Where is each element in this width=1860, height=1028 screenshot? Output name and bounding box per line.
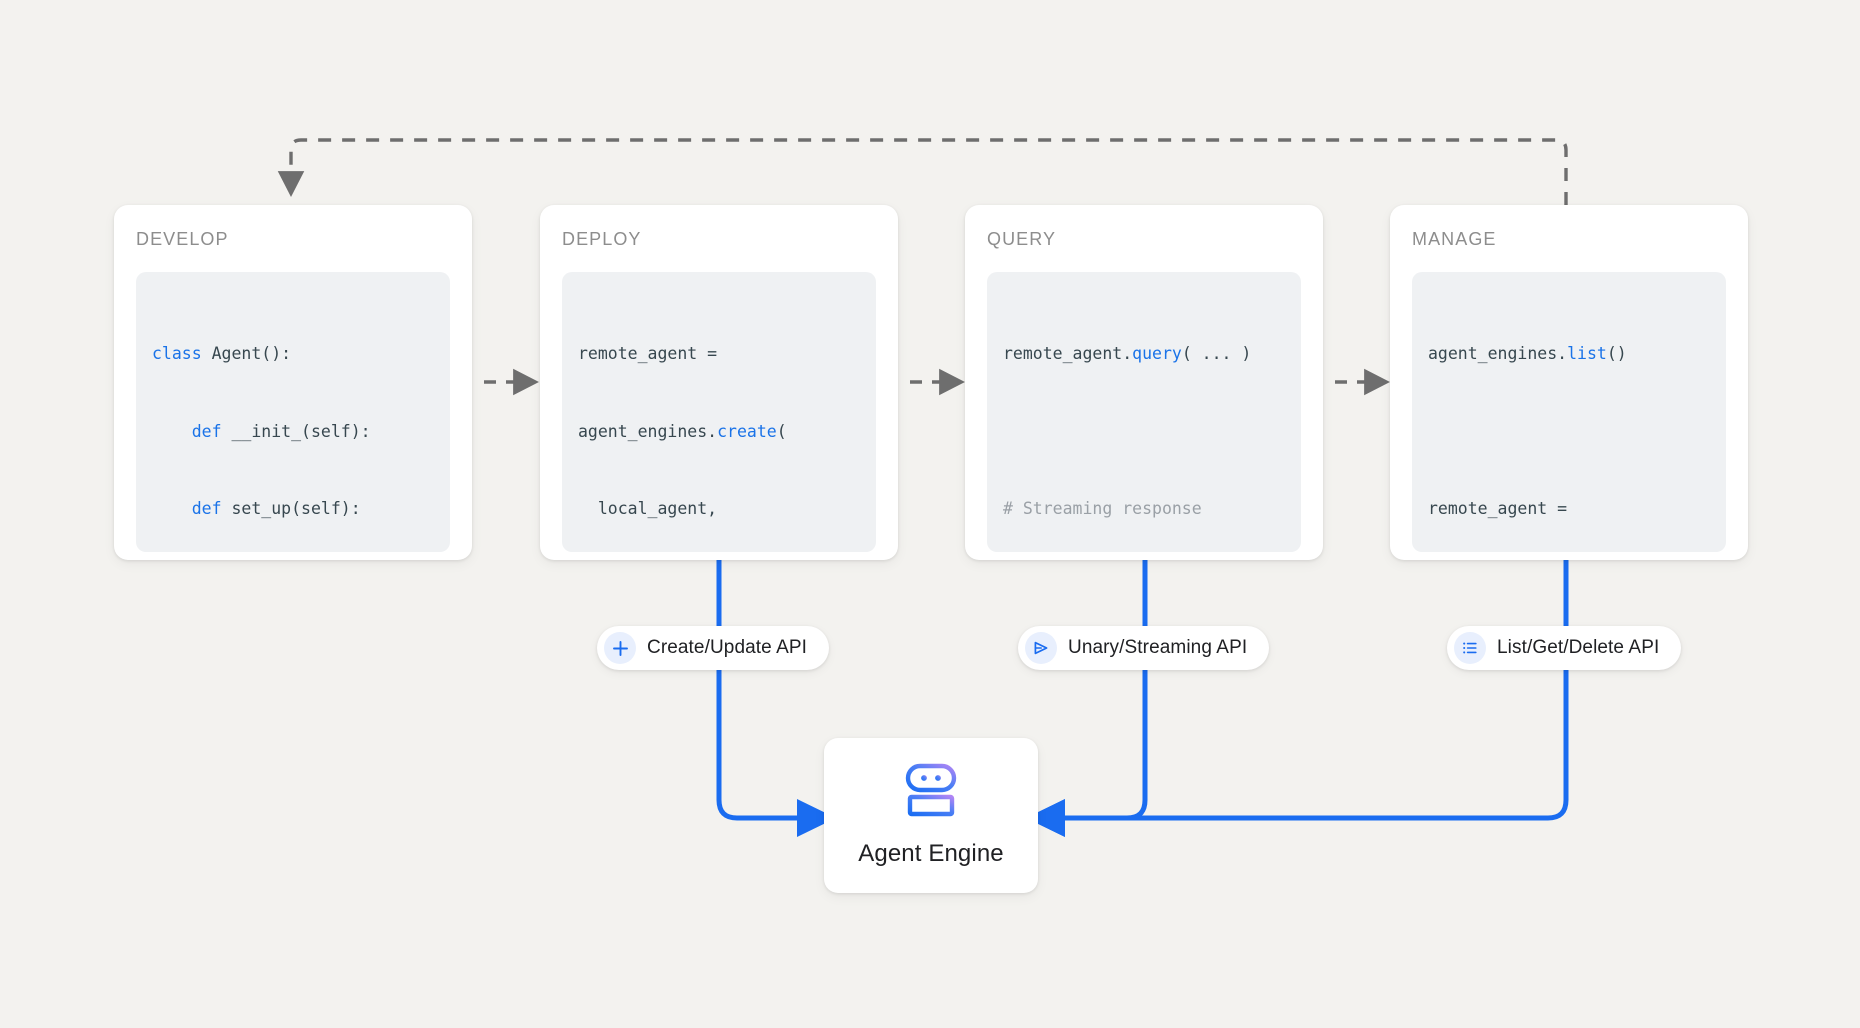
code-line bbox=[1003, 419, 1285, 445]
stage-title-develop: DEVELOP bbox=[136, 229, 229, 249]
manage-to-agent-engine-connector bbox=[1026, 560, 1569, 837]
query-to-agent-engine-connector bbox=[1026, 560, 1148, 837]
api-pill-label: List/Get/Delete API bbox=[1497, 637, 1660, 658]
stage-title-deploy: DEPLOY bbox=[562, 229, 642, 249]
stage-title-manage: MANAGE bbox=[1412, 229, 1497, 249]
code-line: local_agent, bbox=[578, 498, 718, 518]
code-line: remote_agent = bbox=[1428, 498, 1568, 518]
code-line: def set_up(self): bbox=[191, 498, 361, 518]
feedback-loop-connector bbox=[277, 138, 1568, 205]
code-line: agent_engines.create( bbox=[578, 421, 787, 441]
send-icon bbox=[1025, 632, 1057, 664]
code-line: remote_agent.query( ... ) bbox=[1003, 344, 1252, 364]
stage-card-query[interactable]: QUERY remote_agent.query( ... ) # Stream… bbox=[965, 205, 1323, 560]
stage-title-query: QUERY bbox=[987, 229, 1057, 249]
code-line: agent_engines.list() bbox=[1428, 344, 1627, 364]
code-block-query: remote_agent.query( ... ) # Streaming re… bbox=[987, 272, 1301, 552]
code-block-develop: class Agent(): def __init_(self): def se… bbox=[136, 272, 450, 552]
code-line bbox=[1428, 419, 1710, 445]
code-line: class Agent(): bbox=[152, 344, 292, 364]
plus-icon bbox=[604, 632, 636, 664]
robot-icon bbox=[900, 763, 962, 824]
code-line: remote_agent = bbox=[578, 344, 718, 364]
agent-engine-node[interactable]: Agent Engine bbox=[824, 738, 1038, 893]
code-line: # Streaming response bbox=[1003, 498, 1202, 518]
api-pill-create-update[interactable]: Create/Update API bbox=[597, 626, 830, 670]
stage-card-develop[interactable]: DEVELOP class Agent(): def __init_(self)… bbox=[114, 205, 472, 560]
code-block-deploy: remote_agent = agent_engines.create( loc… bbox=[562, 272, 876, 552]
code-line: def __init_(self): bbox=[191, 421, 371, 441]
stage-card-manage[interactable]: MANAGE agent_engines.list() remote_agent… bbox=[1390, 205, 1748, 560]
agent-engine-label: Agent Engine bbox=[858, 840, 1004, 867]
code-block-manage: agent_engines.list() remote_agent = agen… bbox=[1412, 272, 1726, 552]
api-pill-label: Create/Update API bbox=[647, 637, 808, 658]
api-pill-label: Unary/Streaming API bbox=[1068, 637, 1248, 658]
api-pill-list-get-delete[interactable]: List/Get/Delete API bbox=[1447, 626, 1682, 670]
stage-card-deploy[interactable]: DEPLOY remote_agent = agent_engines.crea… bbox=[540, 205, 898, 560]
api-pill-unary-streaming[interactable]: Unary/Streaming API bbox=[1018, 626, 1270, 670]
list-icon bbox=[1454, 632, 1486, 664]
deploy-to-agent-engine-connector bbox=[716, 560, 836, 837]
